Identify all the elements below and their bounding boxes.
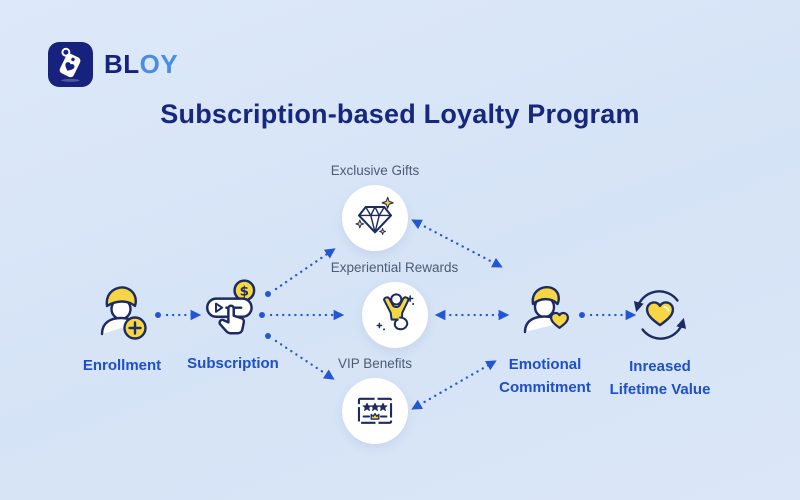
brand-name-primary: BL bbox=[104, 49, 140, 79]
stage-label-enrollment: Enrollment bbox=[82, 357, 162, 374]
brand-name-secondary: OY bbox=[139, 49, 179, 79]
reward-experiential-rewards: Experiential Rewards bbox=[322, 260, 467, 348]
stage-label-emotional-commitment: Emotional Commitment bbox=[499, 356, 591, 397]
stage-label-subscription: Subscription bbox=[187, 355, 279, 372]
reward-vip-benefits: VIP Benefits bbox=[315, 356, 435, 444]
brand-name: BLOY bbox=[104, 49, 178, 80]
reward-label-vip-benefits: VIP Benefits bbox=[337, 356, 413, 371]
reward-label-exclusive-gifts: Exclusive Gifts bbox=[330, 163, 420, 178]
cheering-person-icon bbox=[368, 288, 422, 342]
page-title: Subscription-based Loyalty Program bbox=[160, 99, 640, 129]
svg-text:$: $ bbox=[240, 284, 249, 299]
stage-label-lifetime-value: Inreased Lifetime Value bbox=[609, 358, 711, 399]
diamond-icon bbox=[348, 191, 402, 245]
reward-exclusive-gifts: Exclusive Gifts bbox=[315, 163, 435, 251]
reward-circle bbox=[361, 282, 428, 348]
stage-lifetime-value: Inreased Lifetime Value bbox=[595, 284, 725, 402]
stage-emotional-commitment: Emotional Commitment bbox=[485, 280, 605, 400]
user-add-icon bbox=[90, 281, 154, 345]
heart-cycle-icon bbox=[629, 284, 691, 346]
reward-label-experiential-rewards: Experiential Rewards bbox=[330, 260, 459, 275]
brand-logo: BLOY bbox=[48, 42, 178, 87]
reward-circle bbox=[342, 378, 408, 444]
stage-subscription: $ Subscription bbox=[171, 277, 295, 375]
stage-enrollment: Enrollment bbox=[62, 281, 182, 377]
price-tag-heart-icon bbox=[48, 42, 93, 87]
vip-card-icon bbox=[348, 384, 402, 438]
user-heart-icon bbox=[513, 280, 577, 344]
subscribe-click-icon: $ bbox=[200, 277, 266, 343]
reward-circle bbox=[342, 185, 408, 251]
